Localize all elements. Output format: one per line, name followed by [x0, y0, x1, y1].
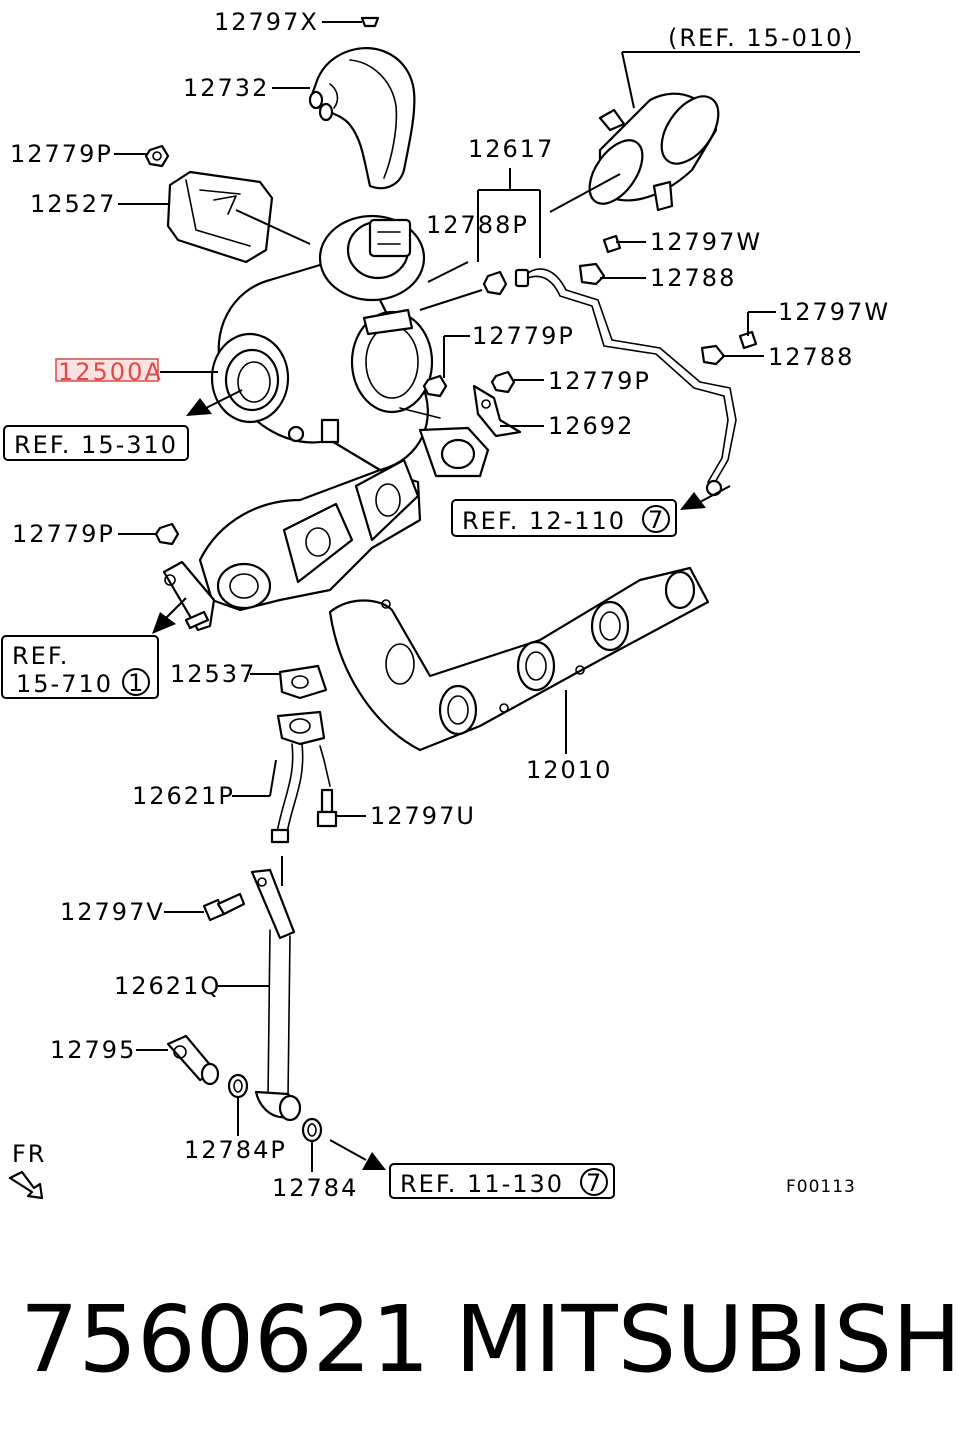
- ref-11-130-circle-icon: [580, 1168, 608, 1196]
- heat-shield-12527: [166, 170, 274, 264]
- label-12527: 12527: [30, 190, 116, 218]
- part-labels: 12797X 12732 12779P 12527 12617 12788P 1…: [10, 8, 890, 1202]
- label-12732: 12732: [183, 74, 269, 102]
- clamp-12788-lower: [700, 344, 726, 366]
- figure-code: F00113: [786, 1177, 856, 1197]
- label-12010: 12010: [526, 756, 612, 784]
- oil-return-pipe-12621Q: [250, 868, 302, 1122]
- label-12797W-a: 12797W: [650, 228, 762, 256]
- label-12797W-b: 12797W: [778, 298, 890, 326]
- label-12788P: 12788P: [426, 211, 529, 239]
- ref-15-710-circle-icon: [122, 668, 150, 696]
- ref-arrows: [8, 389, 731, 1200]
- stud-left: [184, 610, 210, 630]
- label-12797V: 12797V: [60, 898, 165, 926]
- turbocharger-12500A: [210, 214, 490, 478]
- label-12779P-d: 12779P: [12, 520, 115, 548]
- washer-12784: [301, 1117, 323, 1143]
- label-12779P-c: 12779P: [548, 367, 651, 395]
- leader-lines: [114, 21, 860, 1172]
- intake-pipe-ref-15-010: [588, 92, 720, 212]
- label-12779P-a: 12779P: [10, 140, 113, 168]
- ref-15-010: (REF. 15-010): [668, 24, 855, 52]
- label-12797X: 12797X: [214, 8, 319, 36]
- ref-15-710-line2: 15-710: [16, 670, 113, 698]
- nut-12779P-top: [144, 144, 170, 168]
- label-12621Q: 12621Q: [114, 972, 221, 1000]
- bolt-12797U: [316, 788, 338, 828]
- label-12784: 12784: [272, 1174, 358, 1202]
- label-12788-a: 12788: [650, 264, 736, 292]
- label-12500A: 12500A: [58, 358, 163, 386]
- exhaust-manifold-turbo-side: [162, 458, 422, 632]
- washer-12788P: [482, 270, 508, 296]
- orientation-label: FR: [12, 1140, 46, 1168]
- ref-box-12-110: [451, 499, 677, 537]
- label-12621P: 12621P: [132, 782, 235, 810]
- nut-12779P-right: [490, 370, 516, 394]
- ref-15-710-line1: REF.: [12, 642, 69, 670]
- footer-brand: MITSUBISHI: [455, 1286, 960, 1393]
- ref-12-110-circle-icon: [642, 505, 670, 533]
- nut-12779P-lower: [154, 522, 180, 546]
- union-bolt-12795: [166, 1034, 220, 1086]
- nut-12779P-mid: [422, 374, 448, 398]
- label-12784P: 12784P: [184, 1136, 287, 1164]
- oil-return-pipe-12621P: [270, 710, 331, 844]
- bolt-12797V: [202, 892, 246, 922]
- ref-box-11-130: [389, 1163, 615, 1199]
- footer-part-number: 7560621: [20, 1286, 430, 1393]
- ref-12-110-circle-number: 7: [648, 506, 663, 534]
- label-12617: 12617: [468, 135, 554, 163]
- ref-box-15-310: [3, 425, 189, 461]
- label-12797U: 12797U: [370, 802, 476, 830]
- label-12537: 12537: [170, 660, 256, 688]
- bolt-12797W-upper: [602, 234, 622, 254]
- clamp-12788-upper: [578, 262, 606, 286]
- gasket-12537: [278, 664, 328, 700]
- ref-12-110: REF. 12-110: [462, 507, 626, 535]
- bolt-12797X: [360, 16, 380, 28]
- reference-boxes: (REF. 15-010) REF. 15-310 REF. 12-110 7 …: [1, 24, 855, 1199]
- heat-shield-12732: [308, 47, 416, 190]
- label-12788-b: 12788: [768, 343, 854, 371]
- bracket-12692: [472, 384, 522, 438]
- ref-15-710-circle-number: 1: [128, 669, 143, 697]
- ref-11-130: REF. 11-130: [400, 1170, 564, 1198]
- washer-12784P: [227, 1073, 249, 1099]
- ref-11-130-circle-number: 7: [586, 1169, 601, 1197]
- oil-feed-pipe-12617: [514, 268, 737, 497]
- label-12779P-b: 12779P: [472, 322, 575, 350]
- highlight-12500A: [55, 358, 159, 382]
- label-12795: 12795: [50, 1036, 136, 1064]
- label-12692: 12692: [548, 412, 634, 440]
- exhaust-manifold-12010: [328, 566, 710, 752]
- ref-15-310: REF. 15-310: [14, 431, 178, 459]
- ref-box-15-710: [1, 635, 159, 699]
